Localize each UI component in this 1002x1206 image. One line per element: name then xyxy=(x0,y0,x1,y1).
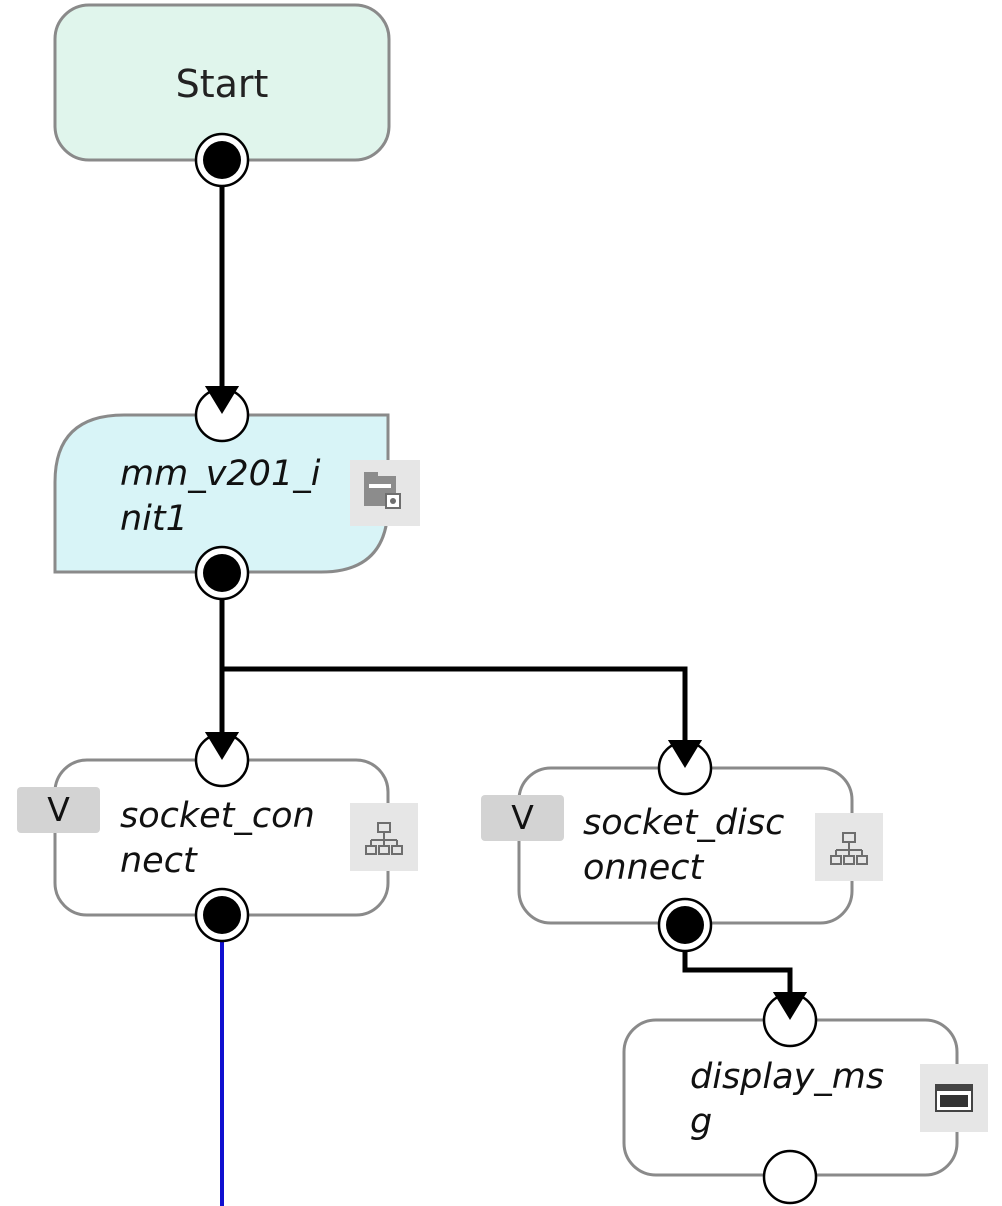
display-label-line2: g xyxy=(690,1102,713,1142)
disconnect-output-port[interactable] xyxy=(657,897,713,953)
folder-settings-icon[interactable] xyxy=(350,460,420,526)
disconnect-variant-badge[interactable]: V xyxy=(481,795,564,841)
network-icon[interactable] xyxy=(815,813,883,881)
arrowhead xyxy=(205,732,239,760)
start-node-label: Start xyxy=(175,62,269,106)
arrowhead xyxy=(773,992,807,1020)
edge-start-to-init[interactable] xyxy=(205,162,239,412)
display-output-port[interactable] xyxy=(762,1149,818,1205)
arrowhead xyxy=(668,740,702,768)
disconnect-node-label: socket_disc onnect xyxy=(583,801,784,891)
display-node-label: display_ms g xyxy=(690,1055,884,1145)
connect-variant-badge[interactable]: V xyxy=(17,787,100,833)
start-output-port[interactable] xyxy=(194,132,250,188)
disconnect-label-line2: onnect xyxy=(583,848,704,888)
connect-label-line2: nect xyxy=(120,841,197,881)
network-icon[interactable] xyxy=(350,803,418,871)
edge-init-to-connect[interactable] xyxy=(205,574,239,758)
init-output-port[interactable] xyxy=(194,545,250,601)
edge-init-to-disconnect[interactable] xyxy=(222,666,702,766)
init-label-line2: nit1 xyxy=(120,499,188,539)
display-label-line1: display_ms xyxy=(690,1057,885,1097)
init-node[interactable] xyxy=(53,413,390,574)
arrowhead xyxy=(205,386,239,414)
connect-output-port[interactable] xyxy=(194,887,250,943)
disconnect-label-line1: socket_disc xyxy=(583,803,785,843)
init-label-line1: mm_v201_i xyxy=(120,454,321,494)
connect-label-line1: socket_con xyxy=(120,796,315,836)
connect-node-label: socket_con nect xyxy=(120,794,315,884)
window-icon[interactable] xyxy=(920,1064,988,1132)
init-node-label: mm_v201_i nit1 xyxy=(120,452,320,542)
